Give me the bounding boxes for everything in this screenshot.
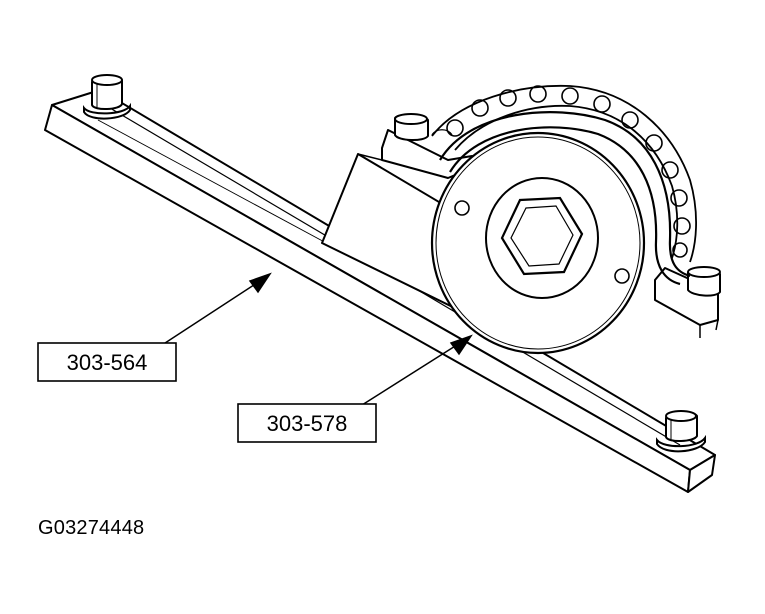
chain-links xyxy=(446,85,691,258)
leader-303-564 xyxy=(161,272,272,346)
bracket-clamp-lower xyxy=(654,266,721,338)
center-hub xyxy=(485,177,599,299)
callout-label-303-578: 303-578 xyxy=(267,411,348,436)
bolt-left xyxy=(83,74,131,120)
sprocket-hole-right xyxy=(614,268,630,284)
bolt-right xyxy=(656,410,706,453)
bracket-strap xyxy=(439,111,691,286)
arrowhead-303-578 xyxy=(449,334,473,356)
figure-id: G03274448 xyxy=(38,517,145,539)
callout-303-564: 303-564 xyxy=(37,342,177,382)
leader-303-578 xyxy=(361,334,473,406)
callout-box-303-578 xyxy=(237,403,377,443)
sprocket-hole-left xyxy=(454,200,470,216)
callout-box-303-564 xyxy=(37,342,177,382)
callout-303-578: 303-578 xyxy=(237,403,377,443)
arrowhead-303-564 xyxy=(248,272,272,294)
callout-label-303-564: 303-564 xyxy=(67,350,148,375)
